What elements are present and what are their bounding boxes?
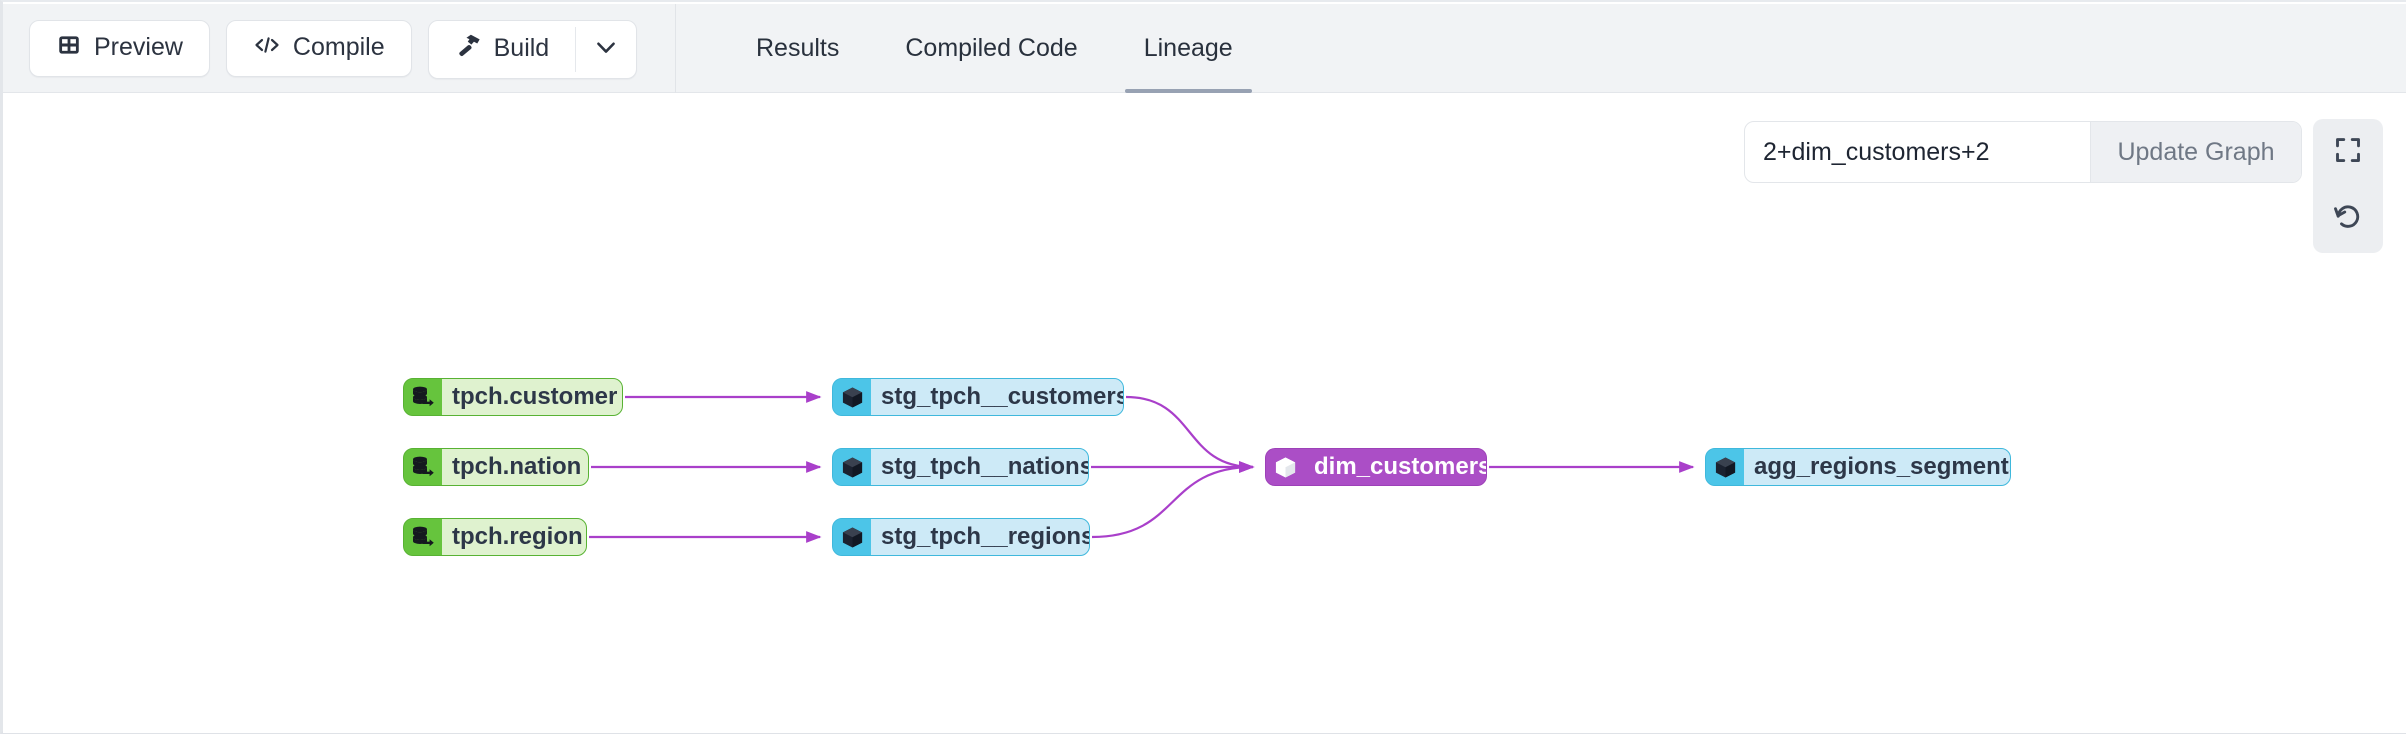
cube-icon — [833, 519, 871, 555]
lineage-canvas[interactable]: tpch.customer tpch.nation tpch.region st… — [3, 93, 2406, 733]
cube-icon — [1266, 449, 1304, 485]
lineage-edge — [1091, 461, 1255, 539]
lineage-node-stg-tpch-nations[interactable]: stg_tpch__nations — [832, 448, 1089, 486]
tab-compiled-code-label: Compiled Code — [905, 34, 1078, 62]
tab-compiled-code[interactable]: Compiled Code — [872, 4, 1110, 93]
toolbar-divider — [675, 4, 676, 93]
tab-lineage-label: Lineage — [1143, 34, 1233, 62]
tab-lineage[interactable]: Lineage — [1111, 4, 1266, 93]
tab-results[interactable]: Results — [723, 4, 872, 93]
lineage-view-controls — [2313, 119, 2383, 253]
source-database-icon — [404, 449, 442, 485]
fullscreen-icon — [2333, 135, 2363, 170]
lineage-node-tpch-customer[interactable]: tpch.customer — [403, 378, 623, 416]
lineage-node-label: agg_regions_segments — [1744, 449, 2010, 485]
lineage-node-dim-customers[interactable]: dim_customers — [1265, 448, 1487, 486]
panel-header: Preview Compile — [3, 4, 2406, 93]
source-database-icon — [404, 379, 442, 415]
cube-icon — [833, 449, 871, 485]
build-dropdown-button[interactable] — [576, 21, 636, 78]
build-button[interactable]: Build — [428, 21, 576, 78]
reset-icon — [2333, 202, 2363, 237]
lineage-node-label: stg_tpch__nations — [871, 449, 1088, 485]
chevron-down-icon — [593, 34, 619, 65]
cube-icon — [1706, 449, 1744, 485]
compile-button[interactable]: Compile — [225, 20, 412, 77]
build-button-divider — [575, 27, 577, 72]
preview-button-label: Preview — [94, 33, 183, 61]
lineage-node-stg-tpch-customers[interactable]: stg_tpch__customers — [832, 378, 1124, 416]
reset-view-button[interactable] — [2313, 186, 2383, 253]
fullscreen-button[interactable] — [2313, 119, 2383, 186]
lineage-selector-input[interactable] — [1745, 122, 2090, 182]
lineage-node-label: dim_customers — [1304, 449, 1486, 485]
code-icon — [253, 32, 281, 65]
lineage-node-label: stg_tpch__customers — [871, 379, 1123, 415]
action-button-group: Preview Compile — [29, 20, 638, 79]
lineage-edges — [589, 391, 1695, 543]
lineage-node-tpch-nation[interactable]: tpch.nation — [403, 448, 589, 486]
tab-results-label: Results — [756, 34, 840, 62]
lineage-node-tpch-region[interactable]: tpch.region — [403, 518, 587, 556]
lineage-edge — [1125, 395, 1255, 473]
update-graph-button-label: Update Graph — [2117, 137, 2275, 166]
lineage-node-stg-tpch-regions[interactable]: stg_tpch__regions — [832, 518, 1090, 556]
build-button-label: Build — [493, 34, 550, 62]
lineage-node-label: tpch.customer — [442, 379, 622, 415]
preview-button[interactable]: Preview — [29, 20, 210, 77]
lineage-node-agg-regions-segments[interactable]: agg_regions_segments — [1705, 448, 2011, 486]
update-graph-button[interactable]: Update Graph — [2090, 122, 2301, 182]
build-split-button: Build — [427, 20, 638, 79]
tab-bar: Results Compiled Code Lineage — [723, 4, 1266, 93]
cube-icon — [833, 379, 871, 415]
source-database-icon — [404, 519, 442, 555]
lineage-node-label: tpch.nation — [442, 449, 588, 485]
compile-button-label: Compile — [292, 33, 385, 61]
tab-underline — [1124, 89, 1252, 93]
lineage-selector-bar: Update Graph — [1744, 121, 2302, 183]
table-icon — [56, 32, 82, 65]
lineage-node-label: tpch.region — [442, 519, 586, 555]
hammer-icon — [455, 33, 482, 66]
lineage-node-label: stg_tpch__regions — [871, 519, 1089, 555]
